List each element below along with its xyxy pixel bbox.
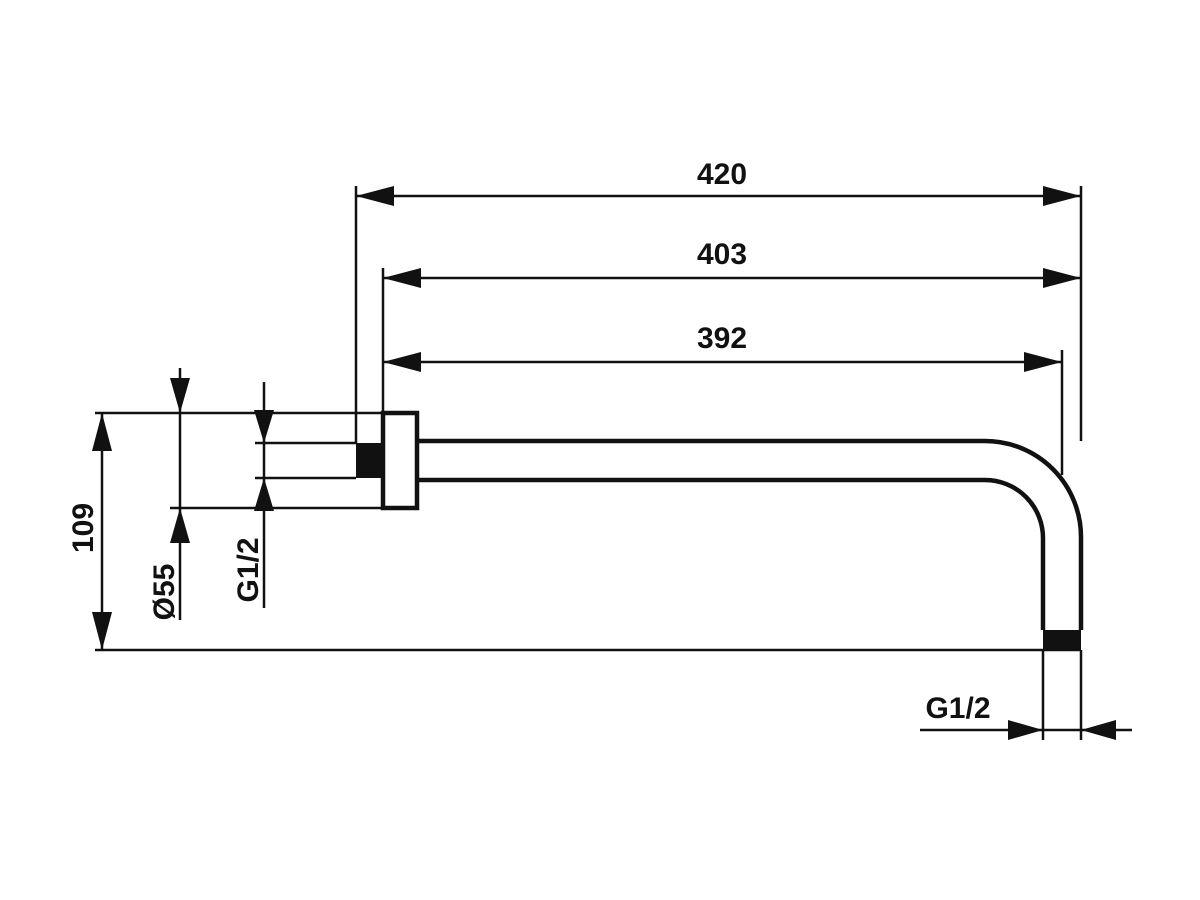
dim-label-403: 403 bbox=[697, 238, 747, 271]
wall-flange bbox=[380, 410, 420, 511]
dimension-outlet-thread: G1/2 bbox=[920, 692, 1132, 740]
arm-tube-outer bbox=[417, 438, 1084, 630]
dim-label-outlet-thread: G1/2 bbox=[925, 692, 990, 725]
dim-label-392: 392 bbox=[697, 322, 747, 355]
dimension-wall-thread: G1/2 bbox=[232, 382, 274, 608]
extension-lines bbox=[95, 186, 1083, 740]
wall-thread-connector bbox=[356, 443, 383, 478]
dimension-109: 109 bbox=[67, 413, 112, 650]
dim-label-wall-thread: G1/2 bbox=[232, 537, 265, 602]
dim-label-diameter-55: Ø55 bbox=[148, 564, 181, 621]
dim-label-420: 420 bbox=[697, 158, 747, 191]
dim-label-109: 109 bbox=[67, 503, 100, 553]
shower-arm-outline bbox=[356, 410, 1084, 650]
outlet-thread-connector bbox=[1043, 630, 1081, 650]
dimension-420: 420 bbox=[356, 158, 1081, 206]
arm-tube-inner bbox=[417, 477, 1046, 630]
dimension-flange-diameter: Ø55 bbox=[148, 368, 190, 620]
dimension-392: 392 bbox=[383, 322, 1062, 372]
dimension-403: 403 bbox=[383, 238, 1081, 288]
